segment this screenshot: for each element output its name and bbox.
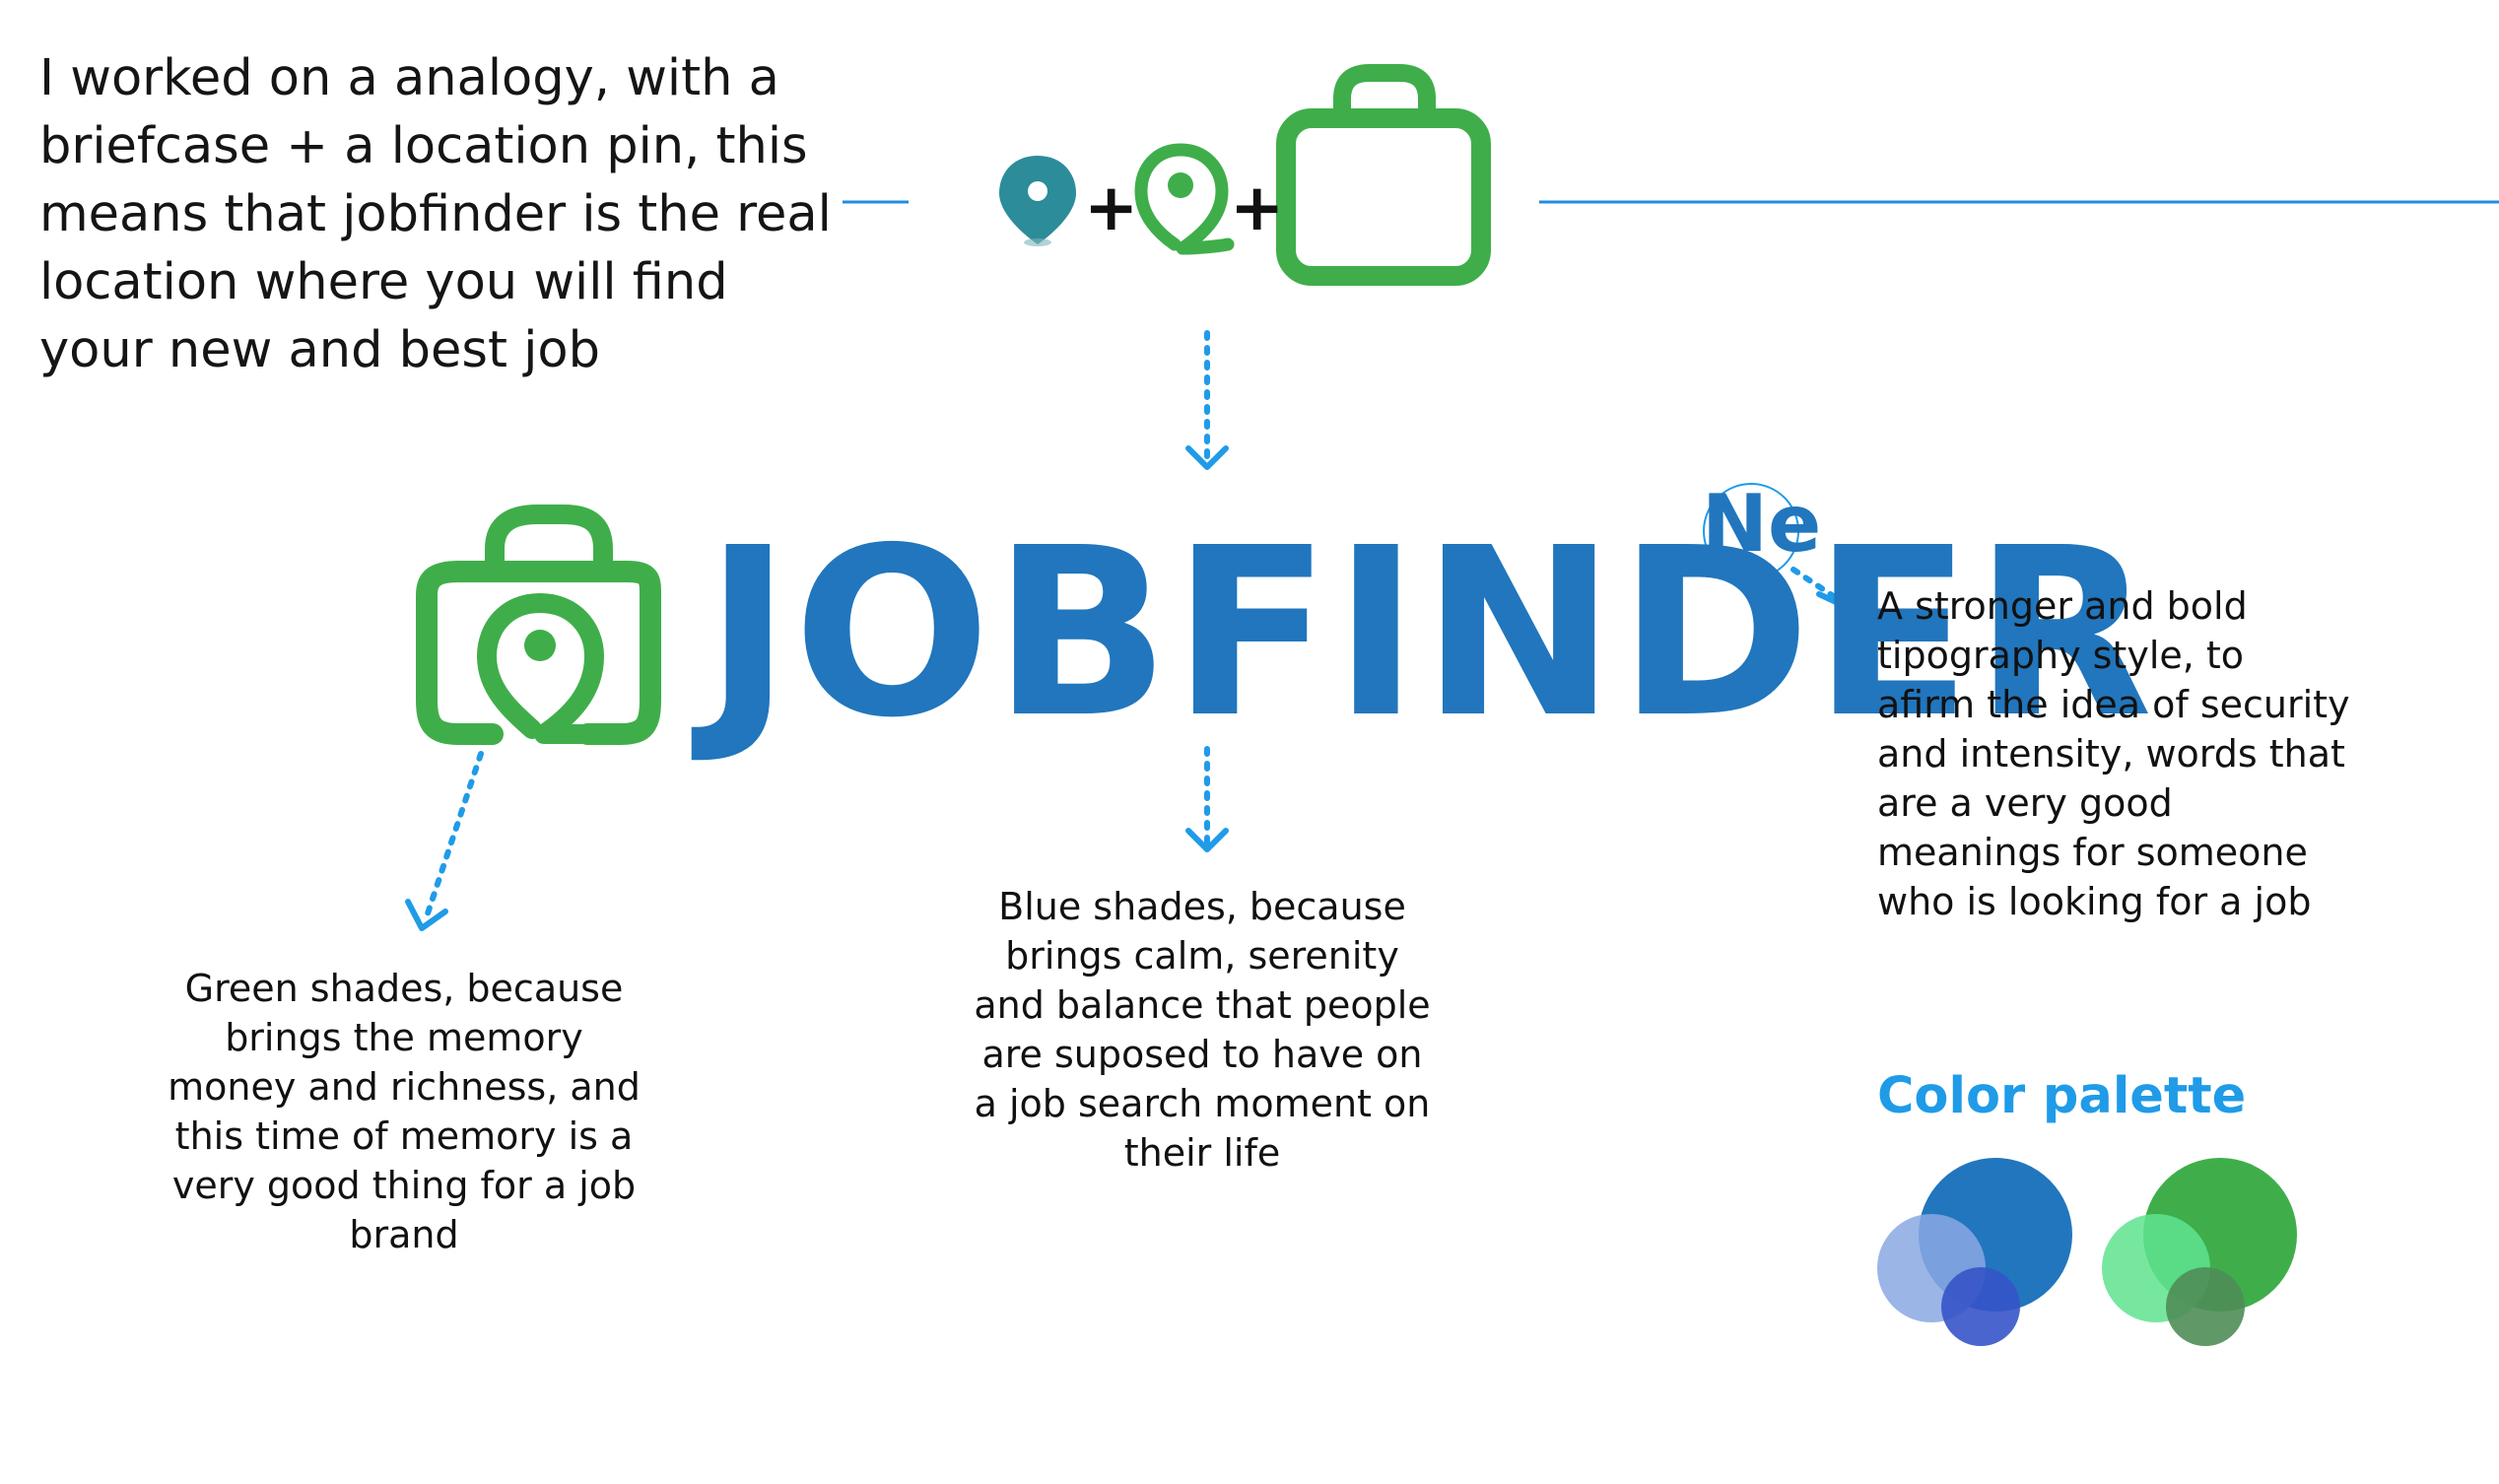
swatch-green-dark [2166,1267,2245,1346]
type-sample-ring [1703,483,1799,579]
blue-palette-swatches [1877,1158,2072,1346]
briefcase-icon [1276,64,1491,286]
plus-sign-1: + [1084,169,1139,245]
teal-location-pin-icon [999,156,1076,246]
blue-shades-note: Blue shades, because brings calm, sereni… [974,885,1431,1175]
typography-note: A stronger and bold tipography style, to… [1877,584,2350,923]
jobfinder-logo-icon [416,505,661,745]
arrow-to-blue-note [1185,746,1229,852]
type-sample: Ne [1702,478,1822,570]
arrow-to-green-note [405,751,484,931]
jobfinder-wordmark: JOBFINDER [705,498,2155,769]
plus-sign-2: + [1230,169,1285,245]
intro-text: I worked on a analogy, with a briefcase … [39,49,832,379]
arrow-down-to-logo [1185,330,1229,470]
green-location-pin-icon [1134,143,1235,255]
green-palette-swatches [2102,1158,2297,1346]
swatch-blue-deep [1941,1267,2020,1346]
color-palette-title: Color palette [1877,1067,2247,1125]
arrow-to-typography-note [1790,567,1850,610]
green-shades-note: Green shades, because brings the memory … [168,967,641,1256]
